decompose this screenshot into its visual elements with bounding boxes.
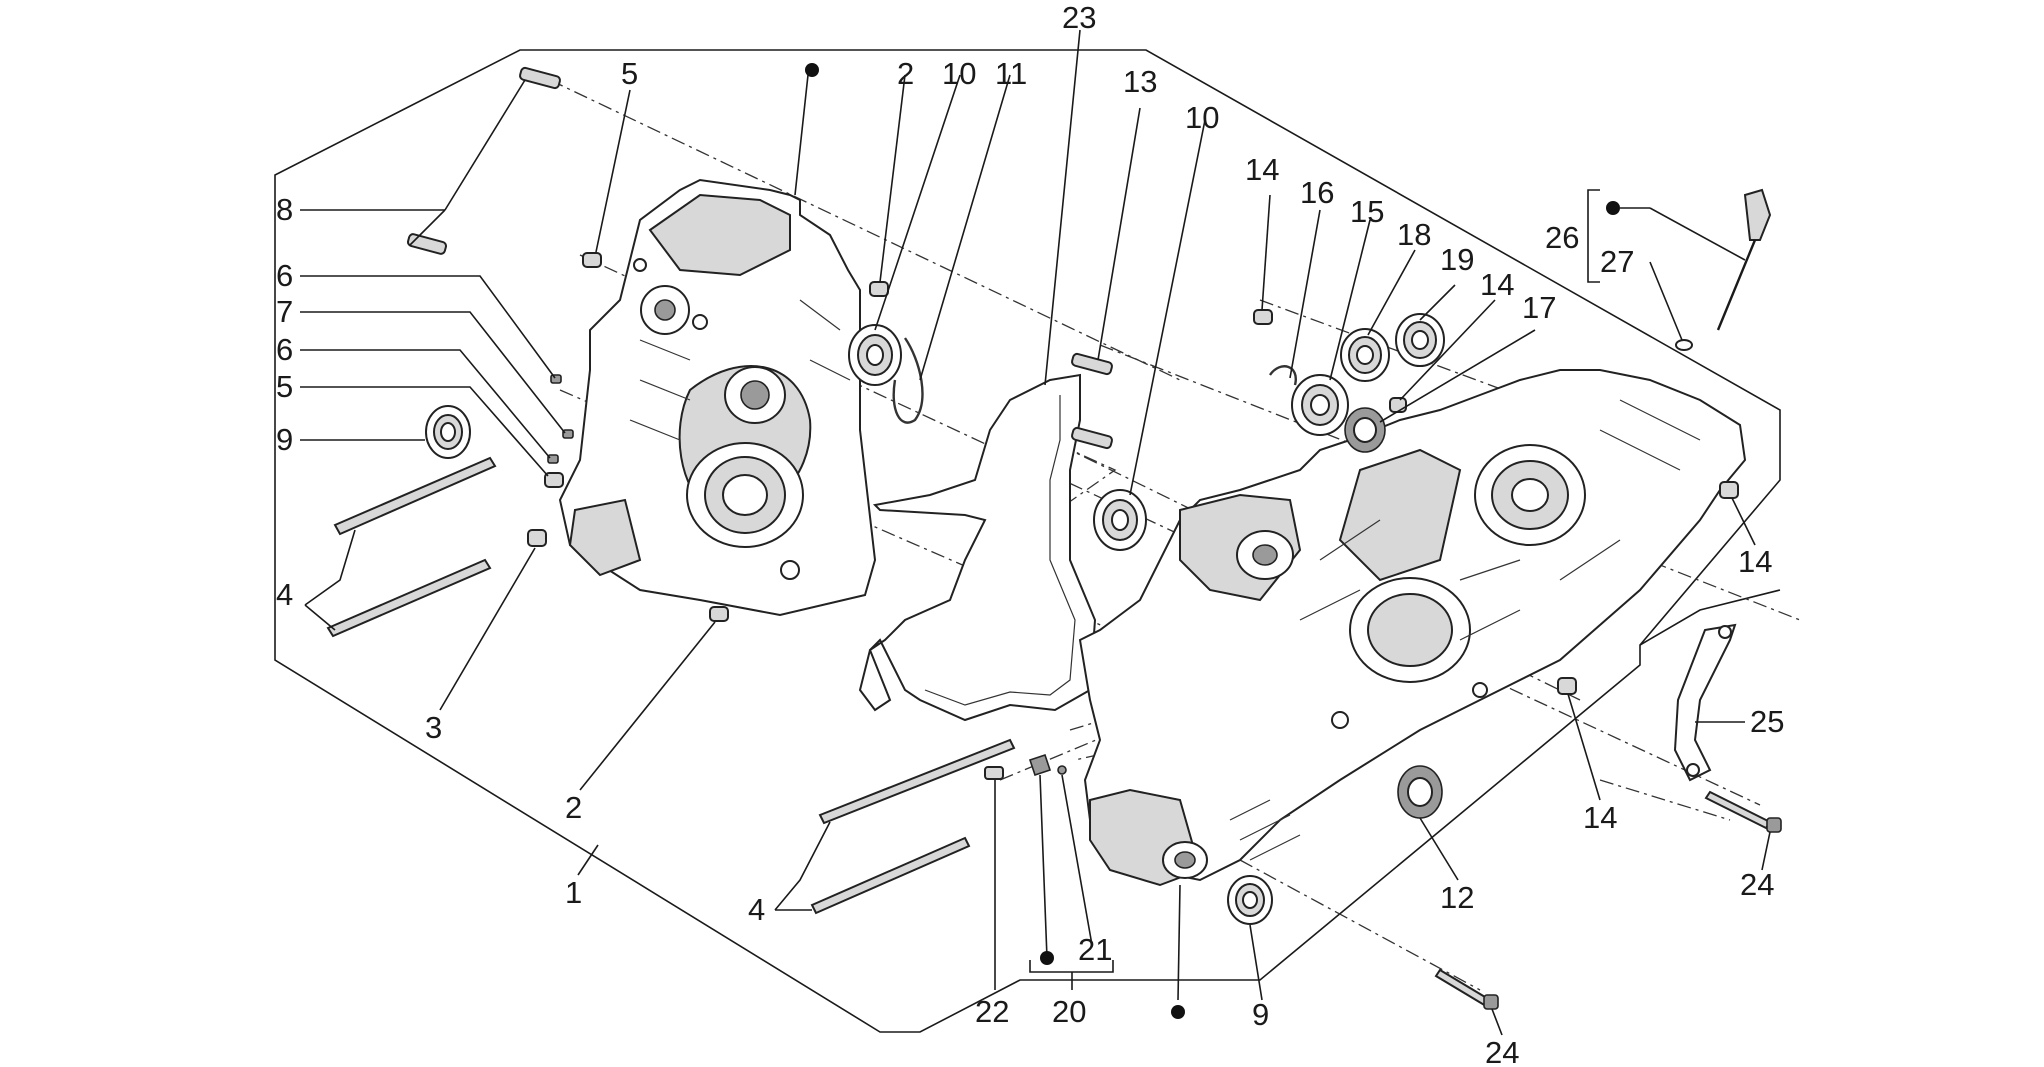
callout-4: 4 [748,892,765,927]
callout-20: 20 [1052,994,1086,1029]
callout-12: 12 [1440,880,1474,915]
callout-14: 14 [1738,544,1772,579]
left-crankcase-half [558,178,877,617]
callout-14: 14 [1245,152,1279,187]
filled-circle-icon [805,63,819,77]
callout-6: 6 [276,258,293,293]
callout-8: 8 [276,192,293,227]
callout-11: 11 [995,56,1027,91]
callout-2: 2 [565,790,582,825]
callout-5: 5 [621,56,638,91]
callout-labels: 23 5 2 10 11 13 10 14 16 15 18 19 14 17 … [276,0,1784,1067]
callout-6: 6 [276,332,293,367]
filled-circle-icon [1606,201,1620,215]
callout-24: 24 [1740,867,1774,902]
filled-circle-icon [1171,1005,1185,1019]
callout-15: 15 [1350,194,1384,229]
callout-10: 10 [942,56,976,91]
callout-4: 4 [276,577,293,612]
callout-10: 10 [1185,100,1219,135]
callout-24: 24 [1485,1035,1519,1067]
callout-21: 21 [1078,932,1112,967]
callout-7: 7 [276,294,293,329]
callout-22: 22 [975,994,1009,1029]
right-crankcase-half [1078,369,1747,887]
callout-9: 9 [1252,997,1269,1032]
callout-19: 19 [1440,242,1474,277]
callout-2: 2 [897,56,914,91]
assembly-outline-notch [1639,589,1781,646]
callout-17: 17 [1522,290,1556,325]
callout-1: 1 [565,875,582,910]
kit-markers [805,63,1620,1019]
callout-27: 27 [1600,244,1634,279]
callout-5: 5 [276,369,293,404]
callout-23: 23 [1062,0,1096,35]
callout-14: 14 [1480,267,1514,302]
callout-13: 13 [1123,64,1157,99]
callout-25: 25 [1750,704,1784,739]
assembly-outline [274,49,1781,1033]
callout-3: 3 [425,710,442,745]
callout-9: 9 [276,422,293,457]
crankcase-gasket [858,373,1097,722]
callout-14: 14 [1583,800,1617,835]
small-parts [326,66,1782,1010]
callout-16: 16 [1300,175,1334,210]
leader-lines [300,29,1771,1036]
callout-18: 18 [1397,217,1431,252]
callout-26: 26 [1545,220,1579,255]
filled-circle-icon [1040,951,1054,965]
